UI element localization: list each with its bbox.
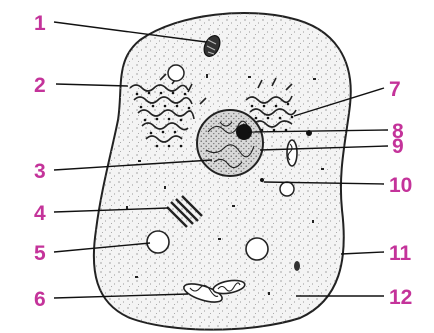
callout-number-7: 7 [389,78,401,101]
callout-number-11: 11 [389,242,412,265]
leader-2 [56,84,128,86]
leader-11 [341,252,384,254]
vacuole-large-right [246,238,268,260]
mitochondrion-right [287,140,297,166]
callout-number-12: 12 [389,286,412,309]
nuclear-pore-dot [260,178,264,182]
nucleus-texture [199,112,261,174]
callout-number-10: 10 [389,174,412,197]
callout-number-3: 3 [34,160,46,183]
granule-small [294,261,300,271]
vacuole-large-left [147,231,169,253]
vacuole-small-top [168,65,184,81]
callout-number-5: 5 [34,242,46,265]
callout-number-2: 2 [34,74,46,97]
vacuole-small-mid [280,182,294,196]
callout-number-9: 9 [392,135,404,158]
callout-number-1: 1 [34,12,46,35]
callout-number-6: 6 [34,288,46,311]
callout-number-4: 4 [34,202,46,225]
